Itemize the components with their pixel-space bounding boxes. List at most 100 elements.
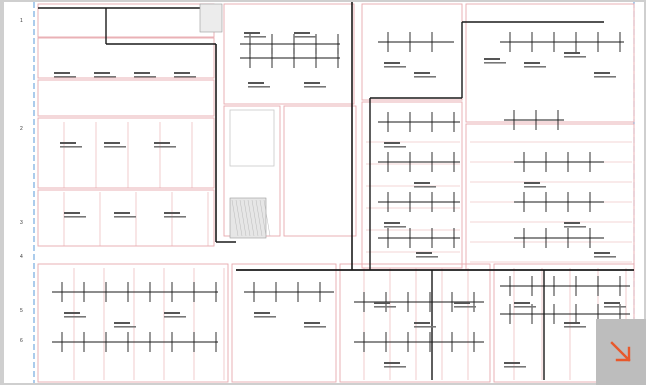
annotation-text <box>414 322 430 324</box>
grid-label: 5 <box>20 308 23 314</box>
annotation-text <box>294 36 316 38</box>
shaft-area <box>229 197 267 239</box>
annotation-text <box>164 312 180 314</box>
hatch <box>255 199 263 237</box>
annotation-text <box>304 86 326 88</box>
annotation-text <box>384 62 400 64</box>
annotation-text <box>384 222 400 224</box>
annotation-text <box>414 182 430 184</box>
annotation-text <box>504 366 526 368</box>
annotation-text <box>594 72 610 74</box>
grid-label: 1 <box>20 18 23 24</box>
annotation-text <box>294 32 310 34</box>
annotation-text <box>54 76 76 78</box>
annotation-text <box>384 146 406 148</box>
annotation-text <box>114 212 130 214</box>
wall-outline <box>465 123 635 271</box>
annotation-text <box>524 182 540 184</box>
annotation-text <box>248 82 264 84</box>
annotation-text <box>254 312 270 314</box>
wall-outline <box>361 3 463 101</box>
annotation-text <box>164 316 186 318</box>
annotation-text <box>114 322 130 324</box>
annotation-text <box>564 52 580 54</box>
annotation-text <box>174 76 196 78</box>
annotation-text <box>154 142 170 144</box>
annotation-text <box>504 362 520 364</box>
wall-outline <box>37 37 215 79</box>
grid-label: 2 <box>20 126 23 132</box>
wall-outline <box>465 3 635 123</box>
annotation-text <box>514 306 536 308</box>
annotation-text <box>414 72 430 74</box>
grid-label: 3 <box>20 220 23 226</box>
annotation-text <box>154 146 176 148</box>
annotation-text <box>54 72 70 74</box>
annotation-text <box>64 316 86 318</box>
wall-outline <box>37 263 229 383</box>
annotation-text <box>524 62 540 64</box>
expand-button[interactable] <box>596 319 646 385</box>
hatch <box>247 199 255 237</box>
annotation-text <box>604 302 620 304</box>
annotation-text <box>134 76 156 78</box>
annotation-text <box>564 222 580 224</box>
annotation-text <box>94 72 110 74</box>
annotation-text <box>384 66 406 68</box>
annotation-text <box>414 326 436 328</box>
shaft-area <box>199 3 223 33</box>
annotation-text <box>64 212 80 214</box>
annotation-text <box>254 316 276 318</box>
hatch <box>259 199 267 237</box>
annotation-text <box>64 312 80 314</box>
annotation-text <box>374 306 396 308</box>
annotation-text <box>94 76 116 78</box>
wall-outline <box>37 117 215 189</box>
hatch <box>231 199 239 237</box>
annotation-text <box>454 306 476 308</box>
annotation-text <box>384 366 406 368</box>
hatch <box>263 199 271 237</box>
annotation-text <box>304 326 326 328</box>
annotation-text <box>384 226 406 228</box>
wall-outline <box>231 263 337 383</box>
arrow-down-right-icon <box>608 339 634 365</box>
hatch <box>235 199 243 237</box>
annotation-text <box>60 146 82 148</box>
annotation-text <box>524 186 546 188</box>
annotation-text <box>384 142 400 144</box>
grid-label: 4 <box>20 254 23 260</box>
annotation-text <box>304 82 320 84</box>
annotation-text <box>564 326 586 328</box>
annotation-text <box>604 306 626 308</box>
annotation-text <box>248 86 270 88</box>
annotation-text <box>114 216 136 218</box>
wall-outline <box>339 263 491 383</box>
annotation-text <box>564 226 586 228</box>
annotation-text <box>524 66 546 68</box>
room-outline <box>229 109 275 167</box>
annotation-text <box>484 62 506 64</box>
annotation-text <box>514 302 530 304</box>
hatch <box>251 199 259 237</box>
hatch <box>243 199 251 237</box>
annotation-text <box>104 142 120 144</box>
annotation-text <box>484 58 500 60</box>
annotation-text <box>304 322 320 324</box>
annotation-text <box>416 256 438 258</box>
wall-outline <box>37 3 215 38</box>
annotation-text <box>134 72 150 74</box>
annotation-text <box>244 36 266 38</box>
annotation-text <box>564 56 586 58</box>
annotation-text <box>594 256 616 258</box>
wall-outline <box>283 105 357 237</box>
annotation-text <box>104 146 126 148</box>
annotation-text <box>594 252 610 254</box>
wall-outline <box>37 79 215 117</box>
annotation-text <box>454 302 470 304</box>
annotation-text <box>564 322 580 324</box>
annotation-text <box>414 186 436 188</box>
wall-outline <box>361 101 463 269</box>
